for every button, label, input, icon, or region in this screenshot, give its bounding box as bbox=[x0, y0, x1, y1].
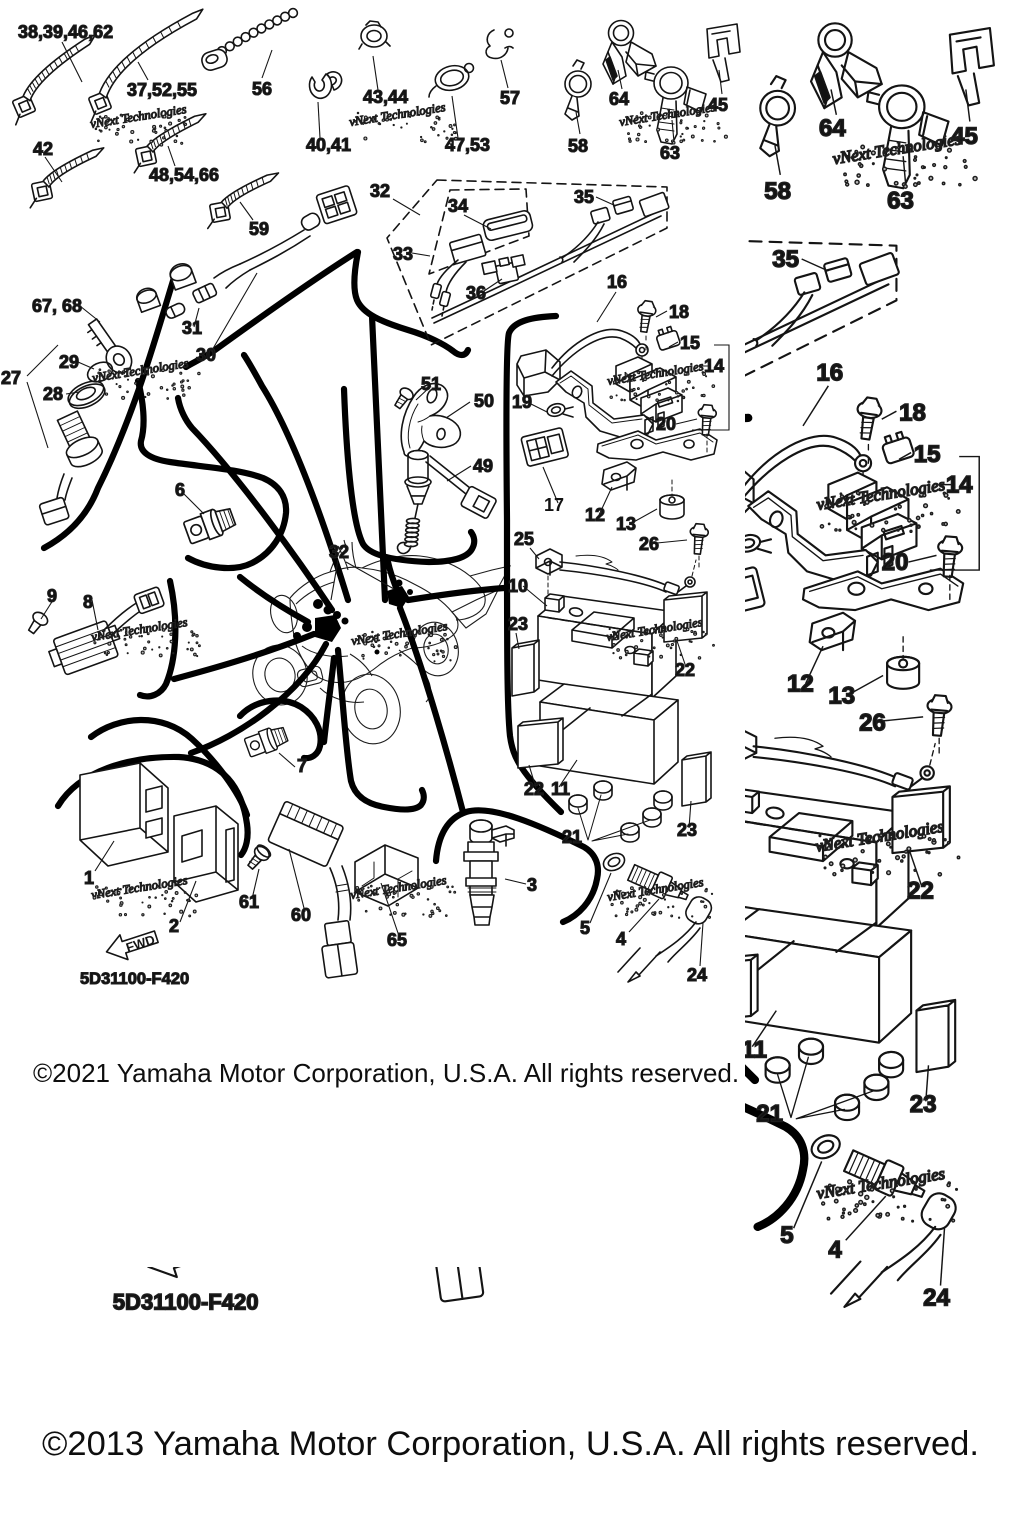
svg-text:©2013 Yamaha Motor Corporation: ©2013 Yamaha Motor Corporation, U.S.A. A… bbox=[42, 1425, 979, 1463]
svg-text:©2021 Yamaha Motor Corporation: ©2021 Yamaha Motor Corporation, U.S.A. A… bbox=[33, 1058, 739, 1088]
svg-text:17: 17 bbox=[544, 495, 564, 515]
